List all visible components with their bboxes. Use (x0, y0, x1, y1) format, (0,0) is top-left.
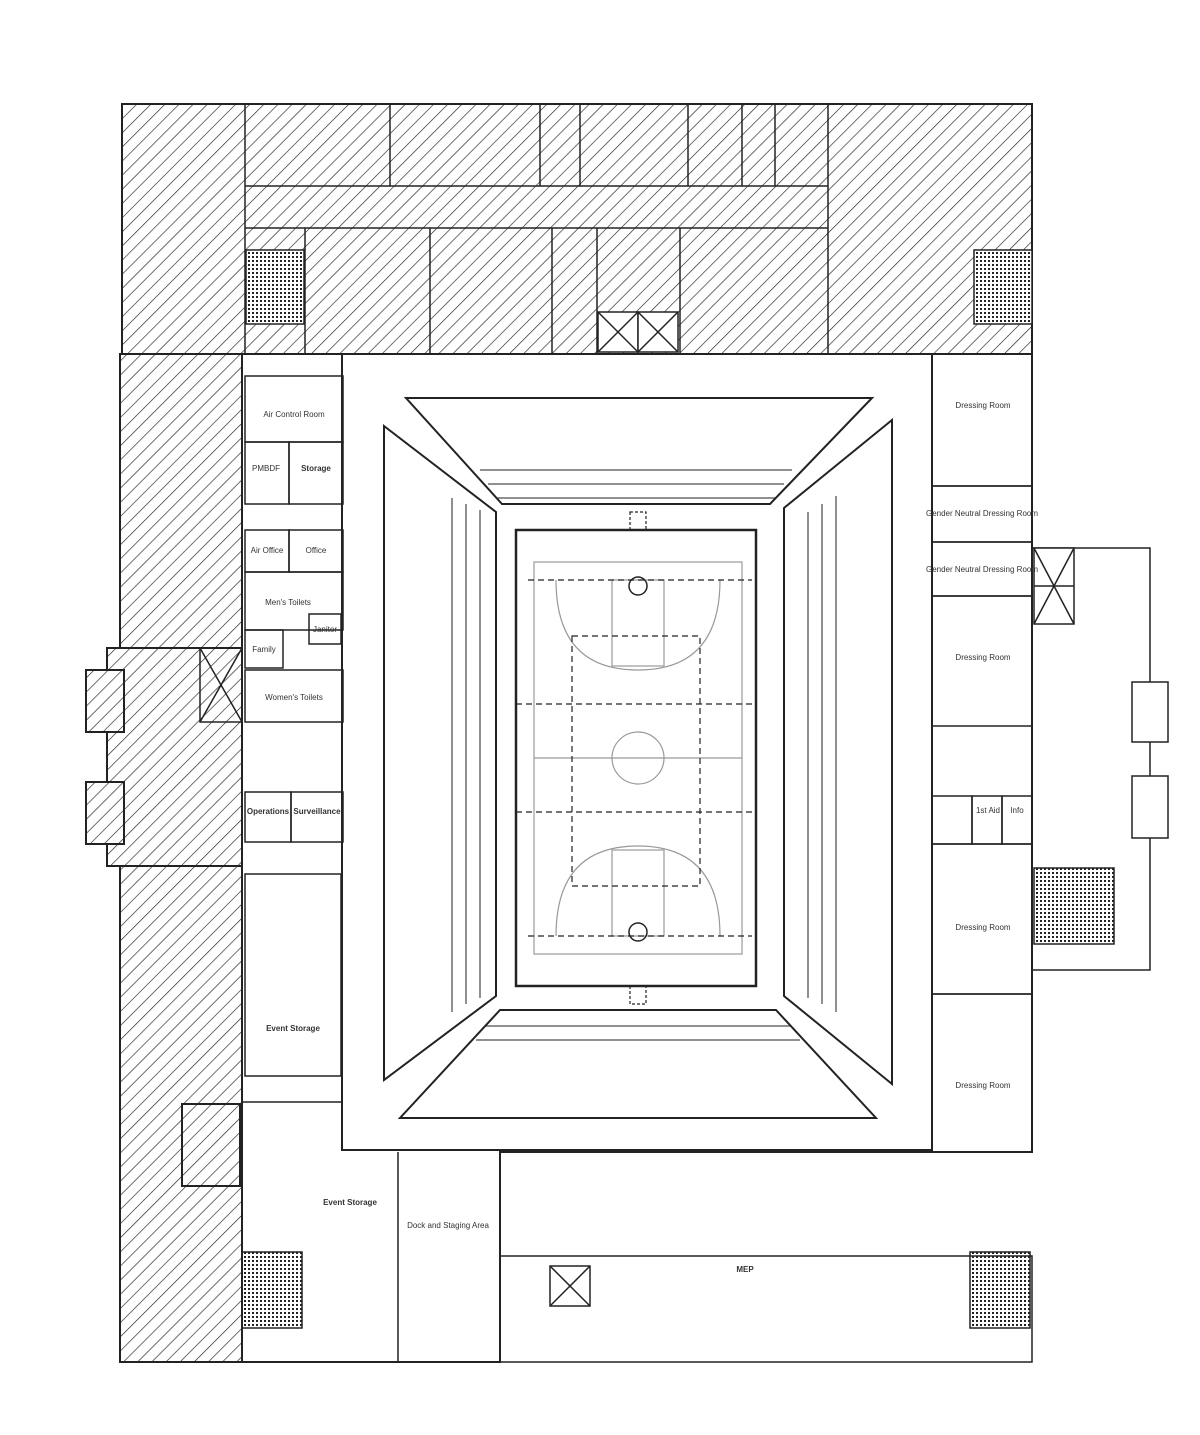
label-janitor: Janitor (313, 625, 337, 634)
stair-se (969, 1251, 1031, 1329)
south-rooms (242, 1101, 1033, 1363)
label-pmbdf: PMBDF (252, 464, 280, 473)
seating-rows (451, 469, 837, 1041)
hatched-areas (85, 103, 1033, 1363)
label-mens-toilets: Men's Toilets (265, 598, 311, 607)
label-gender-neutral-2: Gender Neutral Dressing Room (926, 565, 1038, 574)
west-rooms (199, 375, 344, 1077)
label-family: Family (252, 645, 276, 654)
label-gender-neutral-1: Gender Neutral Dressing Room (926, 509, 1038, 518)
stair-east (1033, 867, 1115, 945)
label-first-aid: 1st Aid (976, 806, 1000, 815)
southwest-room (181, 1103, 241, 1187)
label-dock-staging: Dock and Staging Area (407, 1221, 489, 1230)
center-circle (611, 731, 665, 785)
label-surveillance: Surveillance (293, 807, 341, 816)
stair-ne (973, 249, 1033, 325)
label-dressing-room-1: Dressing Room (955, 401, 1010, 410)
west-bump (106, 647, 243, 867)
west-bay-1 (85, 669, 125, 733)
label-air-control-room: Air Control Room (263, 410, 325, 419)
label-operations: Operations (247, 807, 290, 816)
north-rooms (244, 104, 829, 354)
label-storage: Storage (301, 464, 331, 473)
label-womens-toilets: Women's Toilets (265, 693, 323, 702)
basketball-court (514, 511, 758, 1005)
hoop-north (628, 576, 648, 596)
seating-east (783, 417, 893, 1087)
label-office: Office (306, 546, 327, 555)
label-mep-south: MEP (736, 1265, 754, 1274)
west-bay-2 (85, 781, 125, 845)
label-event-storage-south: Event Storage (323, 1198, 377, 1207)
seating-bowl (383, 397, 893, 1119)
label-dressing-room-4: Dressing Room (955, 1081, 1010, 1090)
label-air-office: Air Office (251, 546, 284, 555)
concourse (241, 353, 1033, 1363)
stair-sw (241, 1251, 303, 1329)
seating-west (383, 423, 497, 1082)
east-rooms (931, 353, 1169, 1153)
room-labels: Air Control Room PMBDF Storage Air Offic… (247, 401, 1038, 1274)
seating-south (397, 1009, 879, 1119)
label-dressing-room-2: Dressing Room (955, 653, 1010, 662)
hoop-south (628, 922, 648, 942)
stair-nw (245, 249, 305, 325)
seating-north (403, 397, 875, 505)
label-event-storage-west: Event Storage (266, 1024, 320, 1033)
label-dressing-room-3: Dressing Room (955, 923, 1010, 932)
label-info: Info (1010, 806, 1024, 815)
stair-cores (241, 249, 1115, 1329)
